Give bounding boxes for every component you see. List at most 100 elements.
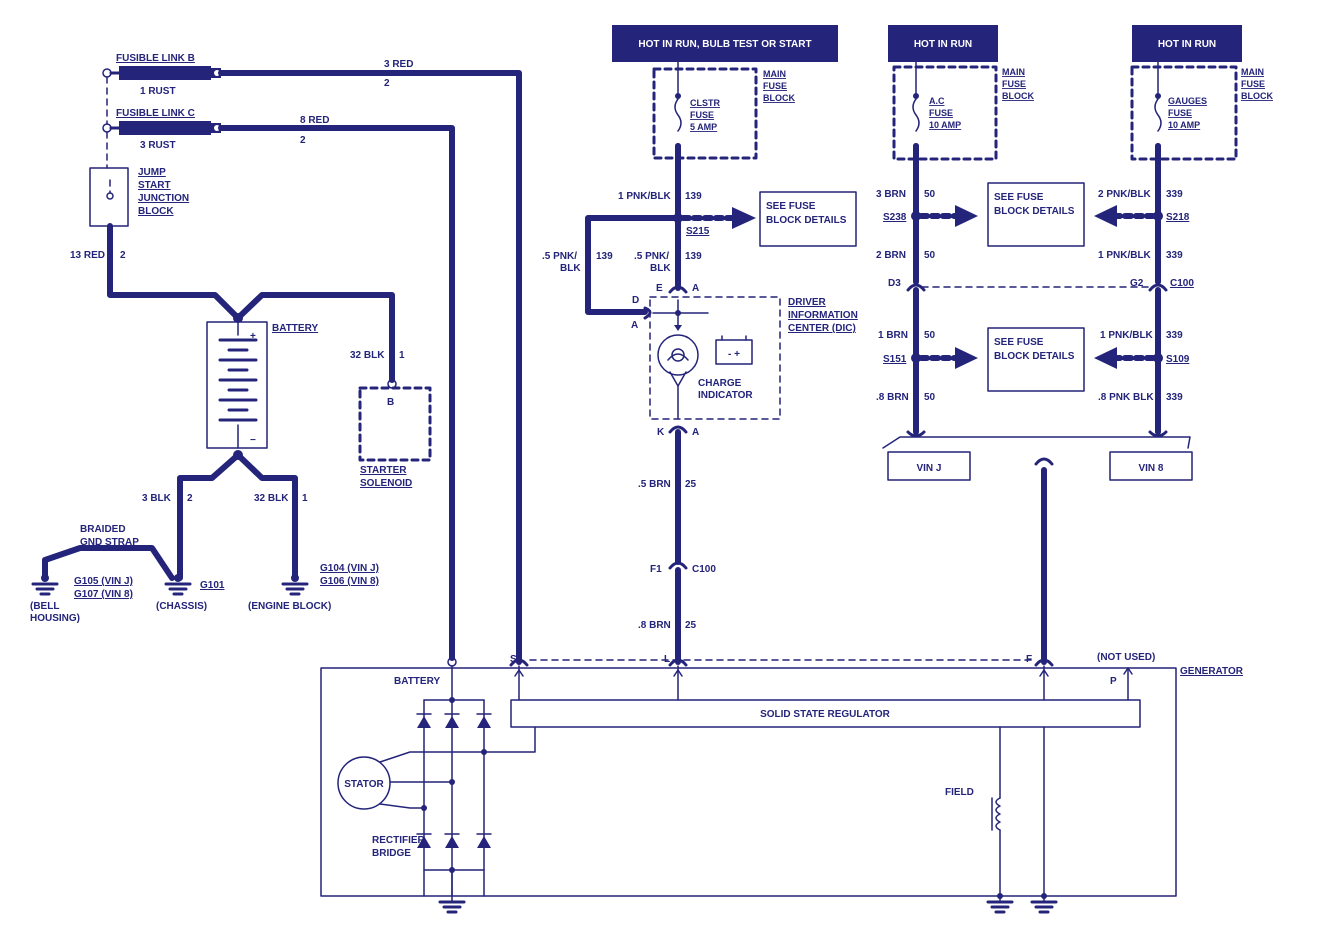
cluster-circuit: 1 PNK/BLK 139 S215 .5 PNK/ BLK 139 .5 PN… [542,143,756,315]
svg-text:1 PNK/BLK: 1 PNK/BLK [1100,330,1154,341]
connector-c100-cluster [668,561,688,570]
svg-text:139: 139 [685,191,702,202]
generator: GENERATOR (NOT USED) BATTERY S L F P SOL… [320,652,1244,897]
svg-text:FIELD: FIELD [945,787,974,798]
svg-text:BLOCK DETAILS: BLOCK DETAILS [766,215,847,226]
svg-text:2 BRN: 2 BRN [876,250,906,261]
svg-text:2: 2 [187,493,193,504]
vin-selector: VIN J VIN 8 [882,436,1193,481]
svg-text:BLOCK: BLOCK [1241,91,1273,101]
svg-text:G106 (VIN 8): G106 (VIN 8) [320,576,379,587]
svg-text:.5 PNK/: .5 PNK/ [542,251,577,262]
svg-text:MAIN: MAIN [763,69,786,79]
svg-text:BLOCK: BLOCK [763,93,795,103]
svg-text:32 BLK: 32 BLK [350,350,385,361]
battery-minus: − [250,435,256,446]
ac-circuit: 3 BRN 50 S238 2 BRN 50 D3 1 BRN 50 S151 … [876,143,978,438]
svg-text:339: 339 [1166,189,1183,200]
svg-text:BLOCK: BLOCK [138,206,174,217]
svg-text:STARTER: STARTER [360,465,407,476]
wire-3-red-num: 2 [384,78,390,89]
vin-8-label: VIN 8 [1138,463,1163,474]
svg-text:BLK: BLK [650,263,671,274]
svg-text:BLOCK DETAILS: BLOCK DETAILS [994,206,1075,217]
svg-text:.5 BRN: .5 BRN [638,479,671,490]
svg-text:JUMP: JUMP [138,167,166,178]
svg-text:BLOCK: BLOCK [1002,91,1034,101]
svg-text:INFORMATION: INFORMATION [788,310,858,321]
svg-text:K: K [657,427,665,438]
svg-text:32 BLK: 32 BLK [254,493,289,504]
svg-text:BLOCK DETAILS: BLOCK DETAILS [994,351,1075,362]
svg-text:G101: G101 [200,580,225,591]
svg-text:A: A [631,320,638,331]
svg-text:25: 25 [685,620,697,631]
svg-text:.8 BRN: .8 BRN [876,392,909,403]
svg-text:FUSE: FUSE [1002,79,1026,89]
svg-text:50: 50 [924,250,936,261]
svg-text:CLSTR: CLSTR [690,98,720,108]
wire-8-red-num: 2 [300,135,306,146]
svg-text:S215: S215 [686,226,710,237]
svg-text:GND STRAP: GND STRAP [80,537,139,548]
svg-text:339: 339 [1166,330,1183,341]
starter-solenoid: B STARTER SOLENOID [358,379,432,489]
svg-text:FUSE: FUSE [929,108,953,118]
svg-text:.5 PNK/: .5 PNK/ [634,251,669,262]
svg-text:JUNCTION: JUNCTION [138,193,189,204]
braided-ground-strap [42,545,175,581]
header-hot-in-run-ac [888,25,998,62]
svg-text:D3: D3 [888,278,901,289]
see-fuse-block-details-2 [987,182,1085,247]
svg-text:SEE FUSE: SEE FUSE [994,337,1044,348]
svg-text:- +: - + [728,349,740,360]
generator-ground-rectifier [438,869,466,914]
svg-text:A: A [692,283,699,294]
svg-text:BATTERY: BATTERY [394,676,440,687]
svg-text:MAIN: MAIN [1002,67,1025,77]
svg-text:139: 139 [685,251,702,262]
svg-text:INDICATOR: INDICATOR [698,390,753,401]
svg-text:FUSE: FUSE [690,110,714,120]
not-used-label: (NOT USED) [1097,652,1155,663]
see-fuse-block-details-3 [987,327,1085,392]
wire-8-red-label: 8 RED [300,115,329,126]
svg-text:13 RED: 13 RED [70,250,105,261]
svg-text:2 PNK/BLK: 2 PNK/BLK [1098,189,1152,200]
svg-text:FUSE: FUSE [763,81,787,91]
svg-text:SEE FUSE: SEE FUSE [994,192,1044,203]
generator-ground-field [986,893,1014,914]
svg-text:START: START [138,180,171,191]
svg-text:RECTIFIER: RECTIFIER [372,835,426,846]
vin-j-label: VIN J [916,463,941,474]
battery: + − BATTERY [206,313,318,460]
wire-3-red-label: 3 RED [384,59,413,70]
svg-text:(ENGINE BLOCK): (ENGINE BLOCK) [248,601,331,612]
svg-text:DRIVER: DRIVER [788,297,827,308]
svg-text:FUSE: FUSE [1241,79,1265,89]
wire-3-red [218,70,522,665]
svg-text:SEE FUSE: SEE FUSE [766,201,816,212]
ground-wire-3-blk [177,452,241,581]
svg-text:GAUGES: GAUGES [1168,96,1207,106]
ground-g101 [164,574,192,596]
svg-text:5 AMP: 5 AMP [690,122,717,132]
svg-text:1: 1 [302,493,308,504]
ground-wire-32-blk [235,452,298,581]
svg-text:F1: F1 [650,564,662,575]
battery-label: BATTERY [272,323,318,334]
svg-text:50: 50 [924,189,936,200]
gauges-circuit: 2 PNK/BLK 339 S218 1 PNK/BLK 339 G2 C100… [1094,143,1194,438]
fusible-link-b-wire: 1 RUST [140,86,176,97]
svg-text:A.C: A.C [929,96,945,106]
battery-plus: + [250,331,256,342]
svg-text:1 BRN: 1 BRN [878,330,908,341]
header-hot-in-run-gauges [1132,25,1242,62]
generator-label: GENERATOR [1180,666,1244,677]
svg-text:A: A [692,427,699,438]
fusible-link-b: FUSIBLE LINK B 1 RUST [102,53,221,97]
svg-text:HOUSING): HOUSING) [30,613,80,624]
svg-text:FUSE: FUSE [1168,108,1192,118]
